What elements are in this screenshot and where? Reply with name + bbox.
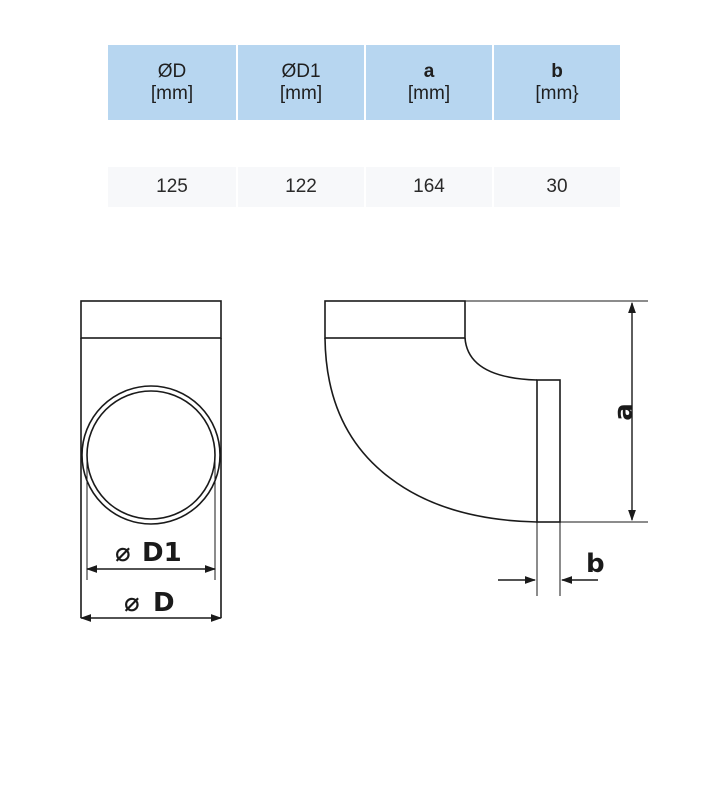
dimensions-table: ØD [mm] ØD1 [mm] a [mm] b [mm} 125 122 1… bbox=[108, 45, 620, 207]
table-row: 125 122 164 30 bbox=[108, 167, 620, 207]
elbow-outer-curve bbox=[324, 337, 538, 523]
header-symbol: b bbox=[551, 60, 563, 82]
table-spacer-row bbox=[108, 120, 620, 167]
inner-circle bbox=[86, 390, 216, 520]
d1-label-text: D1 bbox=[142, 538, 182, 568]
d-label: ⌀ D bbox=[124, 588, 175, 618]
header-unit: [mm] bbox=[150, 82, 194, 104]
value-cell-a: 164 bbox=[364, 167, 492, 207]
diameter-symbol-icon: ⌀ bbox=[115, 538, 131, 568]
header-cell-b: b [mm} bbox=[492, 45, 620, 120]
outer-circle bbox=[81, 385, 221, 525]
front-view-body-outline bbox=[80, 338, 222, 618]
header-symbol: a bbox=[423, 60, 435, 82]
elbow-inner-curve bbox=[464, 337, 538, 381]
value-cell-diameter-d: 125 bbox=[108, 167, 236, 207]
header-cell-diameter-d: ØD [mm] bbox=[108, 45, 236, 120]
header-unit: [mm] bbox=[279, 82, 323, 104]
header-symbol: ØD1 bbox=[281, 60, 321, 82]
header-symbol: ØD bbox=[157, 60, 187, 82]
d-label-text: D bbox=[153, 588, 175, 618]
front-view bbox=[80, 300, 222, 618]
header-cell-diameter-d1: ØD1 [mm] bbox=[236, 45, 364, 120]
d1-label: ⌀ D1 bbox=[115, 538, 182, 568]
value-cell-diameter-d1: 122 bbox=[236, 167, 364, 207]
header-cell-a: a [mm] bbox=[364, 45, 492, 120]
side-view-collar bbox=[324, 300, 466, 339]
header-unit: [mm} bbox=[535, 82, 579, 104]
a-extension-lines bbox=[465, 300, 648, 523]
value-cell-b: 30 bbox=[492, 167, 620, 207]
side-view bbox=[324, 300, 561, 523]
side-view-outlet-collar bbox=[536, 379, 561, 523]
header-unit: [mm] bbox=[407, 82, 451, 104]
b-label-text: b bbox=[586, 549, 605, 579]
diameter-symbol-icon: ⌀ bbox=[124, 588, 140, 618]
front-view-collar bbox=[80, 300, 222, 339]
b-extension-lines bbox=[536, 522, 561, 596]
table-header-row: ØD [mm] ØD1 [mm] a [mm] b [mm} bbox=[108, 45, 620, 120]
a-label-text: a bbox=[609, 403, 639, 421]
